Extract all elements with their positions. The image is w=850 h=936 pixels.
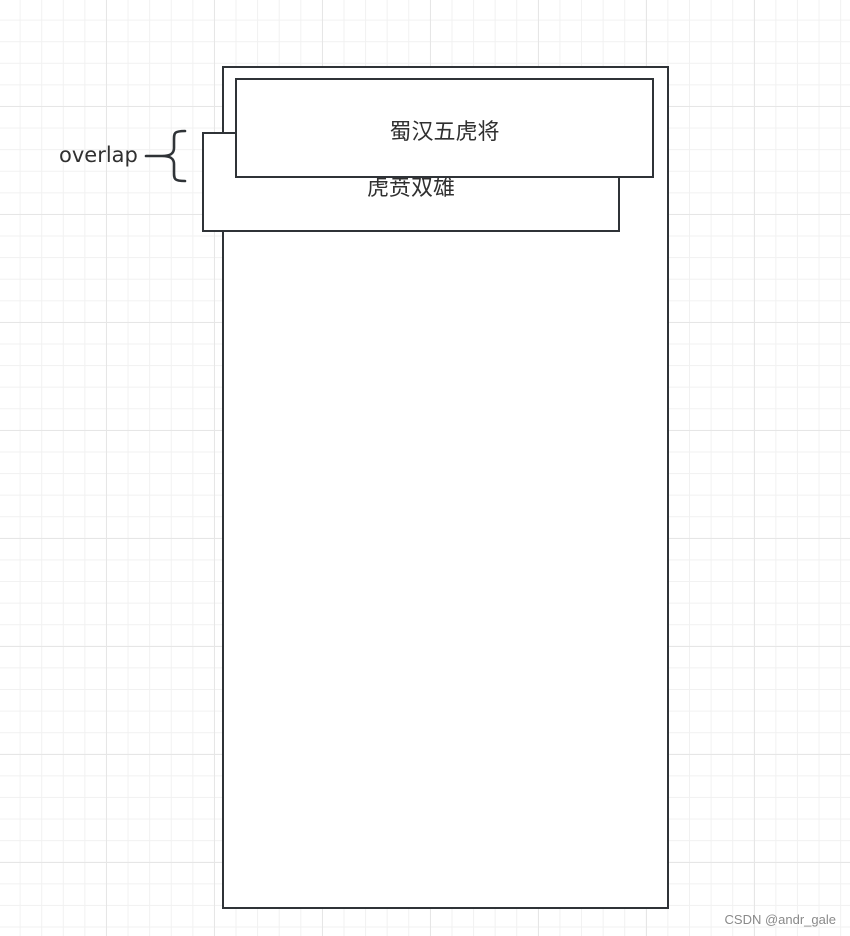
- watermark: CSDN @andr_gale: [724, 912, 836, 927]
- overlap-label: overlap: [59, 143, 138, 167]
- back-box-label: 虎贲双雄: [366, 176, 455, 201]
- front-box: 蜀汉五虎将: [235, 78, 654, 178]
- overlap-brace-icon: [144, 129, 187, 183]
- front-box-label: 蜀汉五虎将: [389, 120, 500, 145]
